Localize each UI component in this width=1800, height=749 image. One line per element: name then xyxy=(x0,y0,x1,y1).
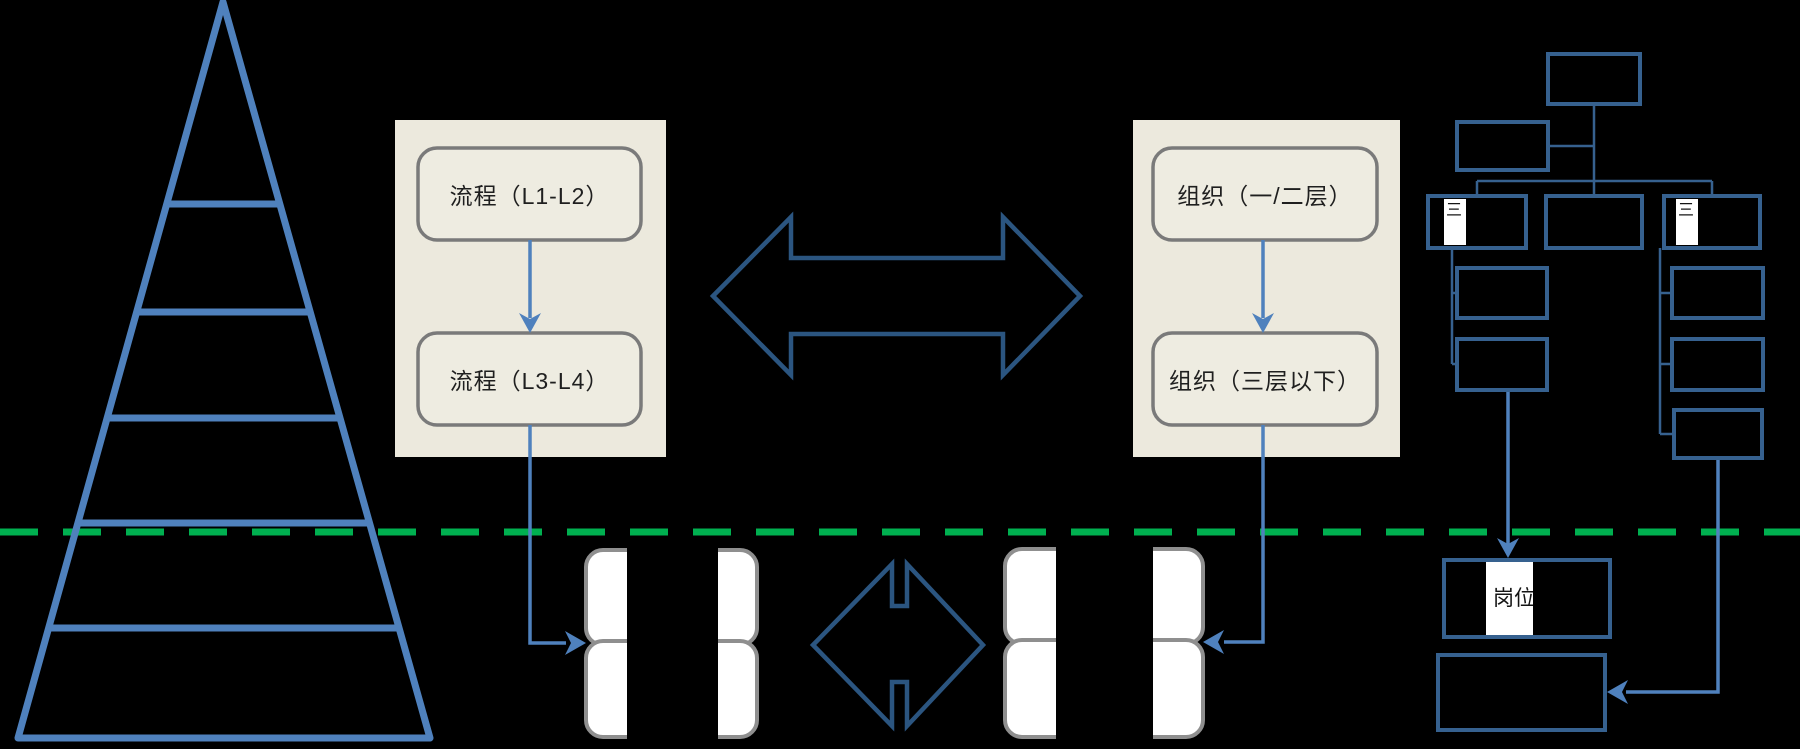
pyramid xyxy=(14,0,434,742)
orgchart-box-row1 xyxy=(1426,194,1528,250)
orgchart-row1-fragment: 三 xyxy=(1446,202,1463,219)
orgchart-box-root xyxy=(1546,52,1642,106)
org-to-matrix-elbow xyxy=(1224,425,1265,644)
orgchart-box-sub-r3 xyxy=(1672,408,1764,460)
thin-connector-arrowheads xyxy=(519,313,1628,704)
orgchart-box-sub-l2 xyxy=(1455,337,1549,392)
orgchart-row3-fragment: 三 xyxy=(1678,202,1695,219)
arrowhead-left-icon xyxy=(1607,680,1628,704)
orgchart-box-staff xyxy=(1455,120,1550,172)
orgchart-row3-highlight-band: 三 xyxy=(1676,199,1698,245)
rightbranch-to-bottombox-elbow xyxy=(1626,458,1720,694)
org-box-lower-label: 组织（三层以下） xyxy=(1169,368,1361,394)
process-box-l3l4-label: 流程（L3-L4） xyxy=(449,368,610,394)
org-box-upper-label: 组织（一/二层） xyxy=(1177,183,1353,209)
arrowhead-down-icon xyxy=(519,313,541,333)
orgchart-box-sub-r2 xyxy=(1670,337,1765,392)
orgchart-box-sub-l1 xyxy=(1455,266,1549,320)
pyramid-outline xyxy=(14,0,434,742)
orgchart-box-sub-r1 xyxy=(1670,266,1765,320)
thin-connectors xyxy=(528,240,1720,694)
bottom-right-box xyxy=(1436,653,1607,732)
matrix-stack-left xyxy=(584,546,759,741)
position-box xyxy=(1442,558,1612,639)
matrix-stack-right xyxy=(1003,545,1205,741)
orgchart-box-row3 xyxy=(1662,194,1762,250)
arrowhead-down-icon xyxy=(1497,538,1519,558)
position-box-label: 岗位 xyxy=(1493,587,1533,610)
position-box-highlight-band: 岗位 xyxy=(1486,562,1533,635)
stack-center-band xyxy=(1056,545,1153,741)
orgchart-boxes xyxy=(1426,52,1765,460)
orgchart-row1-highlight-band: 三 xyxy=(1444,199,1466,245)
org-box-upper xyxy=(1151,146,1379,242)
org-box-lower xyxy=(1151,331,1379,427)
double-arrow-diamond xyxy=(809,558,987,732)
arrowhead-left-icon xyxy=(1203,630,1224,654)
orgchart-connectors xyxy=(1450,104,1714,436)
process-to-matrix-elbow xyxy=(528,425,566,645)
arrowhead-right-icon xyxy=(565,631,586,655)
orgchart-box-row2 xyxy=(1544,194,1644,250)
stack-center-band xyxy=(627,546,718,741)
double-arrow-horizontal xyxy=(709,211,1084,381)
process-box-l1l2-label: 流程（L1-L2） xyxy=(449,183,610,209)
arrowhead-down-icon xyxy=(1252,313,1274,333)
